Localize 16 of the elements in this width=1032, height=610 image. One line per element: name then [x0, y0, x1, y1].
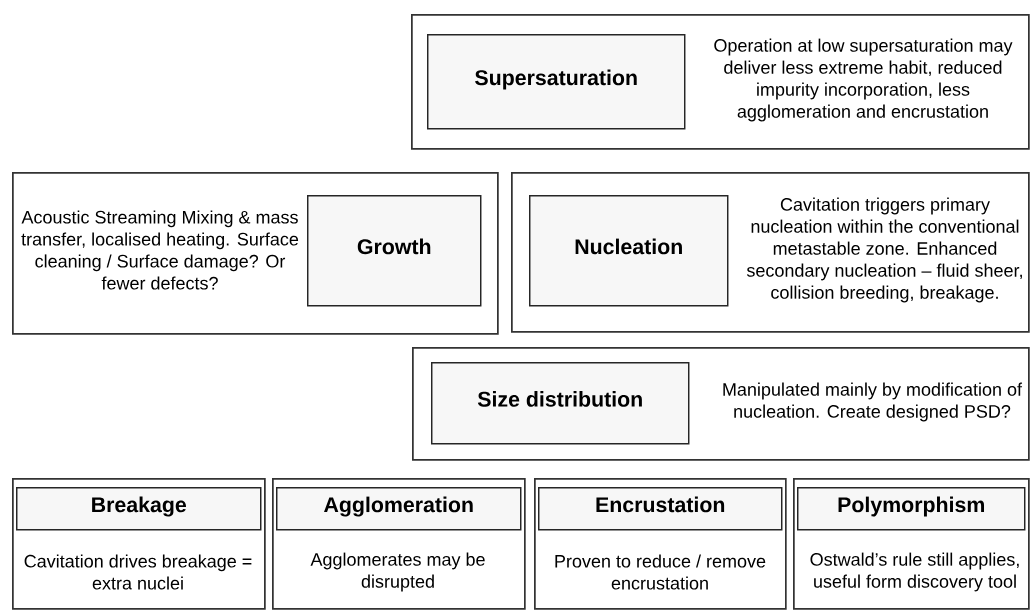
header-box: Breakage: [16, 487, 262, 531]
header-box: Encrustation: [538, 487, 783, 531]
header-box: Agglomeration: [276, 487, 522, 531]
description-text: Agglomerates may be disrupted: [310, 552, 485, 592]
description-text: Proven to reduce / remove encrustation: [555, 554, 766, 590]
title-box: Nucleation: [529, 195, 729, 307]
description-text: Operation at low supersaturation may deliver less extreme habit, reduced impurity incorporation, less agglomeration and encrustation: [714, 38, 1013, 122]
title-box: Growth: [307, 195, 482, 307]
description-text: Cavitation drives breakage = extra nuclei: [24, 554, 252, 590]
title-box: Size distribution: [431, 362, 690, 445]
description-text: Manipulated mainly by modification of nucleation. Create designed PSD?: [723, 382, 1023, 422]
header-box: Polymorphism: [797, 487, 1026, 531]
description-text: Acoustic Streaming Mixing & mass transfer, localised heating. Surface cleaning / Surface damage? Or fewer defects?: [21, 210, 299, 290]
description-text: Cavitation triggers primary nucleation within the conventional metastable zone. Enhanced secondary nucleation – fluid sheer, collision breeding, breakage.: [746, 197, 1022, 303]
description-text: Ostwald’s rule still applies, useful form discovery tool: [810, 552, 1019, 592]
title-box: Supersaturation: [427, 34, 686, 130]
